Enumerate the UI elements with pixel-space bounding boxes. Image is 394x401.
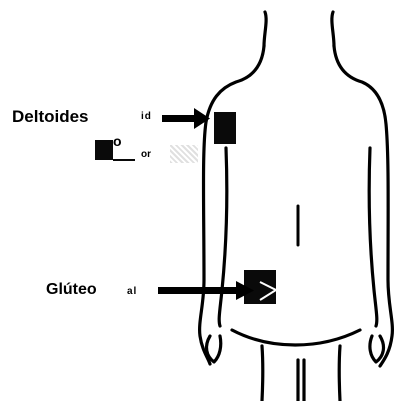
gluteal-arrow	[158, 281, 254, 300]
gluteal-label: Glúteo	[46, 282, 97, 298]
neck-left-line	[264, 12, 266, 46]
left-torso-side	[219, 148, 227, 326]
legend-glyph: o	[113, 134, 122, 148]
deltoid-site-marker	[214, 112, 236, 144]
hip-curve	[232, 330, 360, 345]
right-torso-side	[369, 148, 377, 326]
left-hand	[207, 336, 221, 362]
gluteal-label-fragment: al	[127, 287, 137, 297]
deltoid-label-fragment: id	[141, 112, 152, 122]
deltoid-label: Deltoides	[12, 108, 89, 125]
legend-underline	[113, 159, 135, 161]
scan-noise-patch	[170, 145, 198, 163]
right-shoulder-line	[334, 46, 392, 366]
neck-right-line	[332, 12, 334, 46]
legend-swatch	[95, 140, 113, 160]
left-leg-line	[262, 346, 263, 401]
left-shoulder-line	[200, 46, 264, 364]
right-leg-line	[339, 346, 340, 401]
deltoid-arrow	[162, 108, 210, 129]
or-fragment: or	[141, 150, 151, 160]
right-hand	[370, 336, 384, 362]
